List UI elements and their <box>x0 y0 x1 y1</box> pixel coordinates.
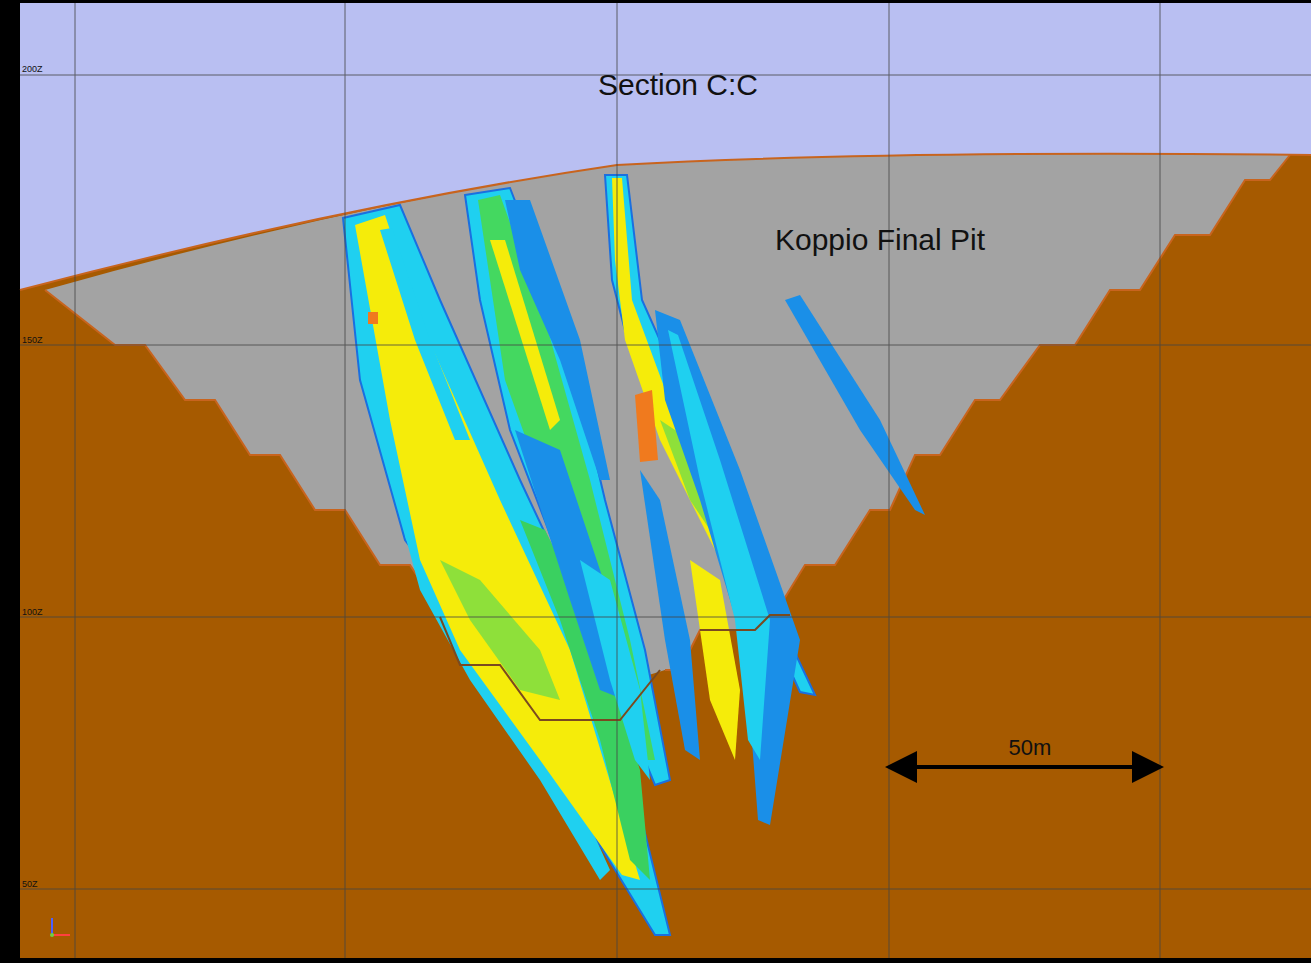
pit-label: Koppio Final Pit <box>775 223 985 257</box>
section-title: Section C:C <box>598 68 758 102</box>
elevation-label: 50Z <box>22 879 38 889</box>
elevation-label: 200Z <box>22 64 43 74</box>
scale-label: 50m <box>1009 735 1052 761</box>
elevation-label: 150Z <box>22 335 43 345</box>
elevation-label: 100Z <box>22 607 43 617</box>
